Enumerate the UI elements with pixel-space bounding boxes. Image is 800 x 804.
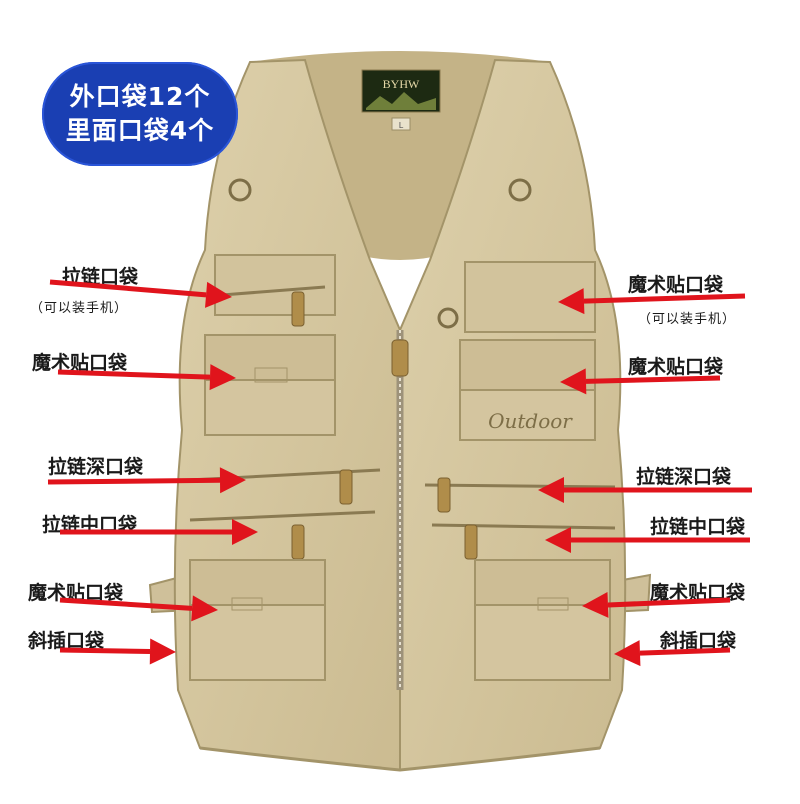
chest-ring xyxy=(437,307,459,329)
callout-right-3-label: 拉链深口袋 xyxy=(636,466,732,488)
embroidery-text: Outdoor xyxy=(488,409,573,433)
callout-left-1-label: 拉链口袋 xyxy=(62,266,139,288)
callout-right-6-label: 斜插口袋 xyxy=(660,630,737,652)
callout-left-5-label: 魔术贴口袋 xyxy=(28,582,124,604)
callout-right-1-sub: （可以装手机） xyxy=(638,312,737,327)
callout-right-5-label: 魔术贴口袋 xyxy=(650,582,746,604)
badge-line-2: 里面口袋4个 xyxy=(65,116,215,145)
callout-right-2-label: 魔术贴口袋 xyxy=(628,356,724,378)
left-mid-zip xyxy=(189,510,376,522)
right-mid-zip xyxy=(431,523,616,530)
right-chest-velcro-pocket xyxy=(464,261,596,333)
pocket-count-badge: 外口袋12个 里面口袋4个 xyxy=(42,62,238,166)
zipper-pull xyxy=(391,339,409,377)
brand-label-text: BYHW xyxy=(383,77,420,91)
right-deep-zip xyxy=(424,483,616,489)
callout-left-2-label: 魔术贴口袋 xyxy=(32,352,128,374)
callout-left-4-label: 拉链中口袋 xyxy=(42,514,138,536)
callout-right-4-label: 拉链中口袋 xyxy=(650,516,746,538)
callout-left-3-label: 拉链深口袋 xyxy=(48,456,144,478)
left-chest-zip-pocket xyxy=(214,254,336,316)
callout-right-1-label: 魔术贴口袋 xyxy=(628,274,724,296)
badge-line-1: 外口袋12个 xyxy=(69,82,211,111)
left-d-ring xyxy=(228,178,252,202)
callout-left-1-sub: （可以装手机） xyxy=(30,301,129,316)
size-tag: L xyxy=(399,121,404,130)
right-d-ring xyxy=(508,178,532,202)
callout-left-6-label: 斜插口袋 xyxy=(28,630,105,652)
